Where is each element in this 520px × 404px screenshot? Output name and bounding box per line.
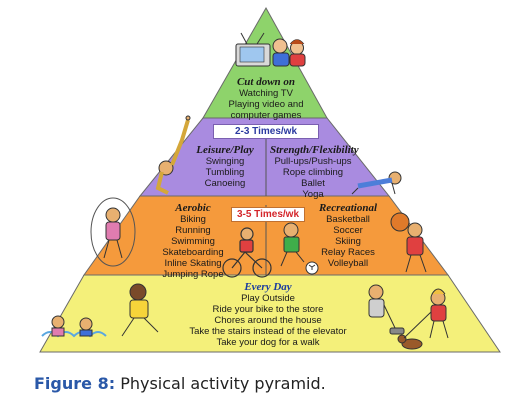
list-item: Canoeing [204, 178, 246, 189]
list-item: Take your dog for a walk [216, 337, 320, 348]
list-item: Rope climbing [282, 167, 344, 178]
list-item: Soccer [333, 225, 363, 236]
tv-watching-kids-illustration [235, 32, 306, 67]
dog-walker-illustration [397, 288, 449, 350]
list-item: Ride your bike to the store [212, 304, 324, 315]
recreational-group: Recreational Basketball Soccer Skiing Re… [310, 202, 386, 269]
soccer-player-illustration [280, 222, 319, 275]
list-item: Biking [180, 214, 206, 225]
aerobic-title: Aerobic [175, 202, 211, 214]
frequency-banner-lower: 3-5 Times/wk [231, 207, 305, 222]
runner-illustration [121, 283, 159, 337]
leisure-play-title: Leisure/Play [196, 144, 254, 156]
activity-pyramid [39, 6, 501, 353]
figure-caption-text: Physical activity pyramid. [115, 374, 326, 393]
list-item: Tumbling [205, 167, 245, 178]
everyday-title: Every Day [244, 281, 292, 293]
list-item: Skiing [335, 236, 361, 247]
list-item: Take the stairs instead of the elevator [189, 326, 347, 337]
list-item: Watching TV [239, 88, 293, 99]
figure-caption: Figure 8: Physical activity pyramid. [34, 374, 326, 393]
leisure-play-group: Leisure/Play Swinging Tumbling Canoeing [186, 144, 264, 189]
list-item: Running [175, 225, 211, 236]
list-item: Inline Skating [164, 258, 222, 269]
list-item: Jumping Rope [162, 269, 224, 280]
list-item: Yoga [302, 189, 324, 200]
aerobic-group: Aerobic Biking Running Swimming Skateboa… [158, 202, 228, 280]
list-item: Ballet [301, 178, 325, 189]
cyclist-illustration [222, 227, 272, 278]
list-item: Play Outside [241, 293, 295, 304]
list-item: Chores around the house [214, 315, 322, 326]
swimmers-illustration [41, 315, 107, 338]
basketball-kid-illustration [390, 212, 427, 273]
list-item: Swimming [171, 236, 215, 247]
everyday-group: Every Day Play Outside Ride your bike to… [168, 281, 368, 348]
list-item: Basketball [326, 214, 370, 225]
jumping-rope-girl-illustration [90, 197, 136, 267]
list-item: Pull-ups/Push-ups [274, 156, 352, 167]
pushup-person-illustration [351, 171, 402, 195]
list-item: computer games [230, 110, 302, 121]
vacuum-chores-illustration [368, 284, 405, 335]
figure-caption-label: Figure 8: [34, 374, 116, 393]
list-item: Skateboarding [162, 247, 224, 258]
recreational-title: Recreational [318, 202, 378, 214]
gymnast-illustration [155, 115, 191, 195]
tier-top-title: Cut down on [236, 76, 296, 88]
tier-top-text: Cut down on Watching TV Playing video an… [206, 76, 326, 121]
frequency-banner-upper: 2-3 Times/wk [213, 124, 319, 139]
list-item: Playing video and [228, 99, 304, 110]
strength-flexibility-title: Strength/Flexibility [270, 144, 359, 156]
list-item: Relay Races [321, 247, 375, 258]
strength-flexibility-group: Strength/Flexibility Pull-ups/Push-ups R… [270, 144, 359, 200]
list-item: Volleyball [327, 258, 369, 269]
list-item: Swinging [205, 156, 245, 167]
